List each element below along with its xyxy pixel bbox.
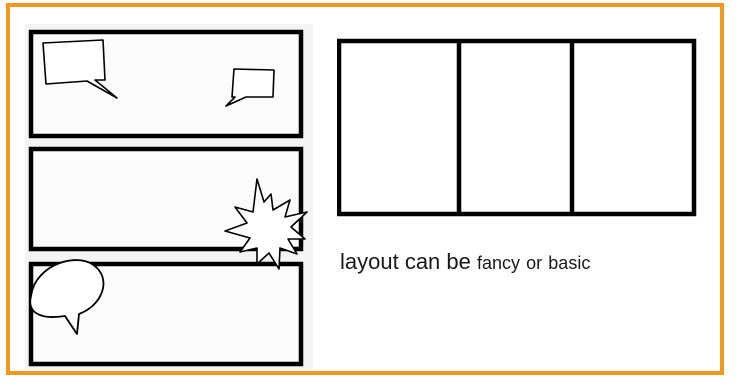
caption-fancy: fancy xyxy=(477,253,520,273)
caption-or: or xyxy=(526,253,542,273)
basic-panels-outline xyxy=(339,41,694,214)
caption-basic: basic xyxy=(548,253,590,273)
fancy-comic-layout xyxy=(25,24,313,370)
fancy-comic-layout-drawing xyxy=(25,24,313,370)
caption-part-1: layout can be xyxy=(340,249,471,274)
caption-text: layout can be fancy or basic xyxy=(340,248,710,277)
basic-comic-layout xyxy=(337,38,697,218)
basic-comic-layout-drawing xyxy=(337,38,697,218)
